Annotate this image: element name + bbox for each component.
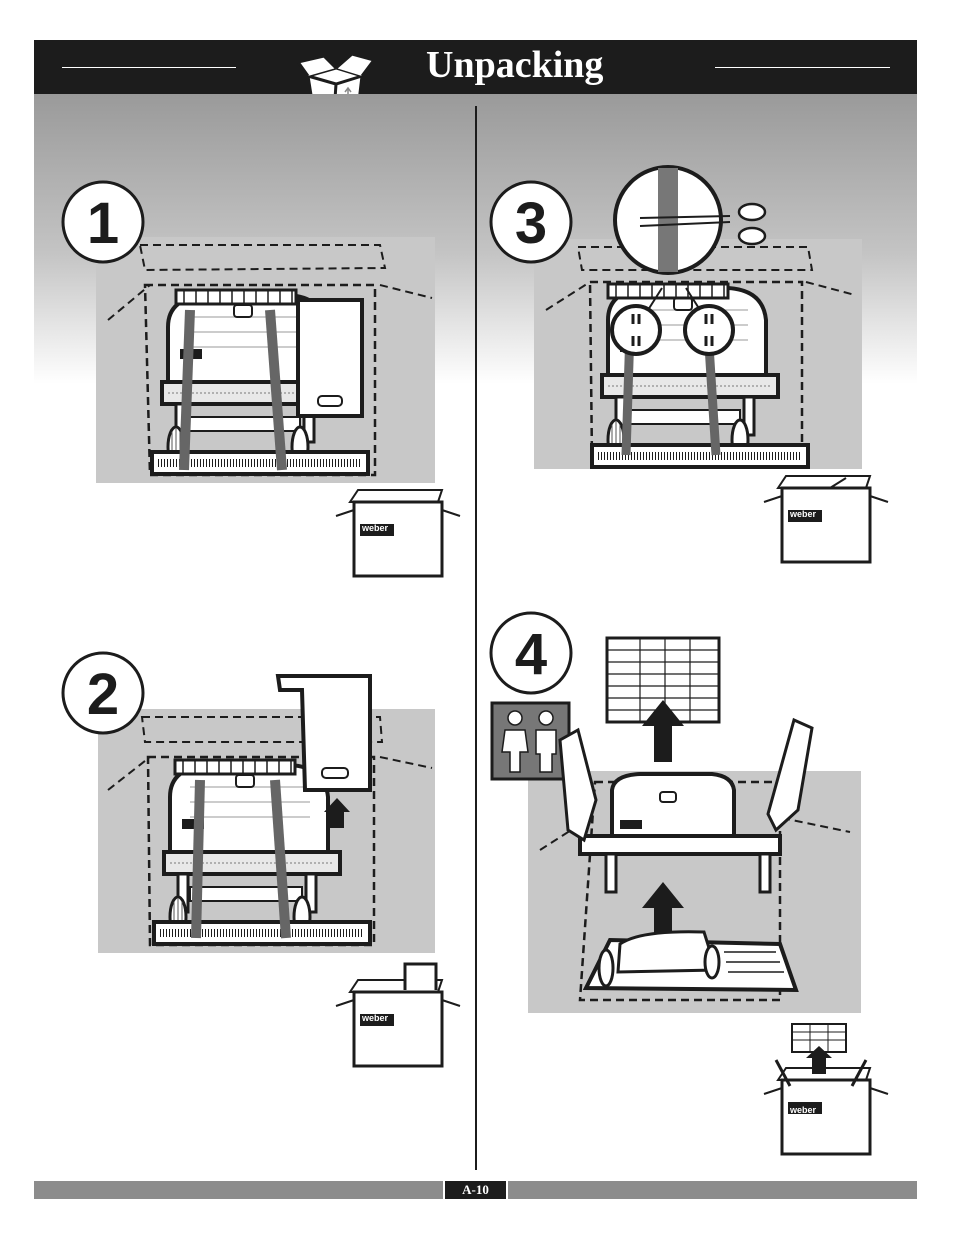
- footer-bar-left: [34, 1181, 443, 1199]
- footer-bar-right: [508, 1181, 917, 1199]
- step-1-brand: weber: [361, 523, 389, 533]
- step-2-carton: [336, 980, 460, 1066]
- step-3-number: 3: [515, 191, 547, 256]
- page-number: A-10: [445, 1181, 506, 1199]
- step-4-carton: [764, 1068, 888, 1154]
- step-1-number: 1: [87, 191, 119, 256]
- step-4-number: 4: [515, 622, 547, 687]
- step-2-brand: weber: [361, 1013, 389, 1023]
- step-3-carton: [764, 476, 888, 562]
- step-1-carton: [336, 490, 460, 576]
- step-2-number: 2: [87, 662, 119, 727]
- step-4-brand: weber: [789, 1105, 817, 1115]
- step-3-brand: weber: [789, 509, 817, 519]
